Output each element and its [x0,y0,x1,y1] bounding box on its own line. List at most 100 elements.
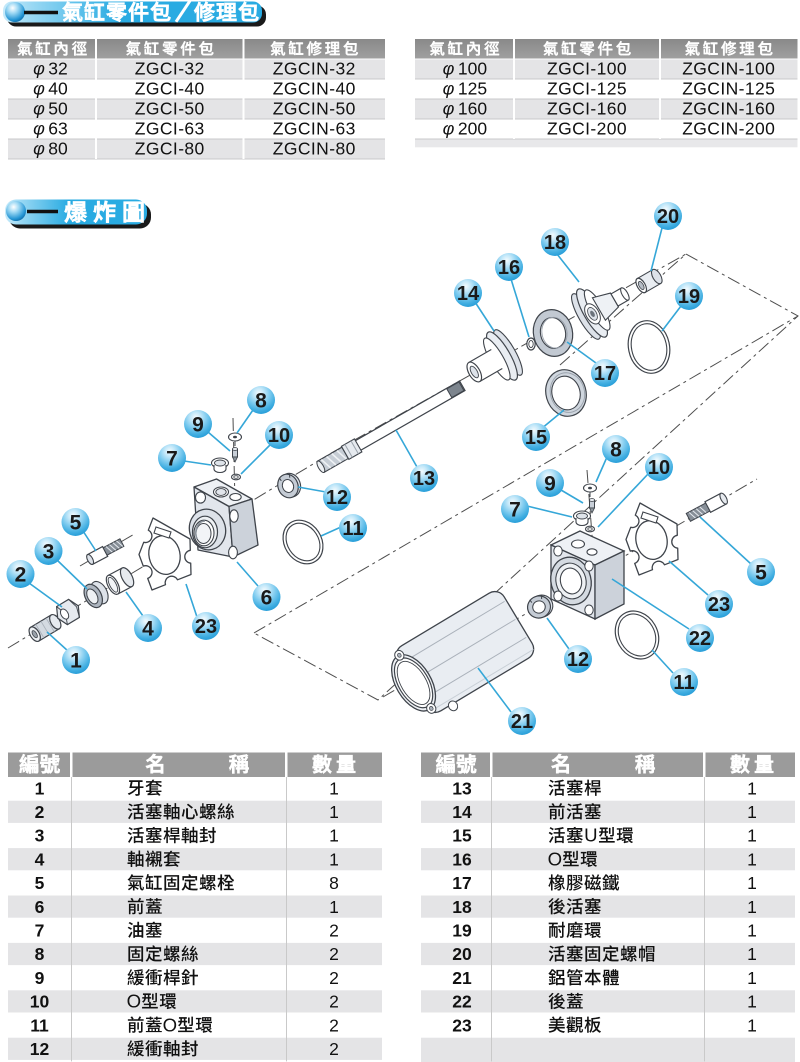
svg-text:12: 12 [30,1039,50,1059]
svg-text:5: 5 [70,512,82,535]
svg-text:2: 2 [329,968,339,988]
svg-text:22: 22 [689,628,711,650]
svg-text:4: 4 [35,849,45,869]
svg-text:13: 13 [413,468,435,490]
svg-text:16: 16 [452,849,472,869]
svg-text:1: 1 [747,1015,757,1035]
svg-text:ZGCI-63: ZGCI-63 [135,118,205,138]
svg-text:8: 8 [610,439,622,462]
svg-text:14: 14 [452,802,472,822]
svg-text:φ: φ [33,58,45,78]
svg-text:1: 1 [70,650,82,673]
svg-text:2: 2 [329,1015,339,1035]
svg-text:8: 8 [35,944,45,964]
svg-text:O: O [548,848,562,869]
svg-text:ZGCIN-200: ZGCIN-200 [682,118,775,138]
svg-text:15: 15 [525,427,547,449]
svg-text:63: 63 [48,118,67,138]
svg-text:ZGCIN-50: ZGCIN-50 [273,98,356,118]
svg-text:2: 2 [329,921,339,941]
svg-text:40: 40 [48,78,68,98]
svg-text:17: 17 [452,873,471,893]
svg-text:7: 7 [166,448,178,471]
svg-text:2: 2 [15,564,27,587]
svg-text:4: 4 [142,618,154,641]
svg-text:9: 9 [544,473,556,496]
svg-text:17: 17 [594,363,616,385]
svg-text:200: 200 [458,118,487,138]
svg-text:ZGCIN-40: ZGCIN-40 [273,78,356,98]
svg-text:1: 1 [747,826,757,846]
svg-text:φ: φ [33,78,45,98]
svg-text:ZGCI-125: ZGCI-125 [547,78,627,98]
svg-text:9: 9 [35,968,45,988]
svg-text:1: 1 [747,968,757,988]
svg-text:20: 20 [657,206,679,228]
svg-text:3: 3 [35,826,45,846]
svg-text:8: 8 [255,390,267,413]
svg-text:1: 1 [329,802,339,822]
svg-text:φ: φ [33,98,45,118]
svg-text:1: 1 [747,849,757,869]
svg-text:ZGCIN-160: ZGCIN-160 [682,98,775,118]
svg-text:19: 19 [452,921,472,941]
svg-text:160: 160 [458,98,487,118]
svg-text:1: 1 [35,778,45,798]
svg-text:50: 50 [48,98,68,118]
svg-text:21: 21 [511,711,533,733]
svg-text:O: O [127,991,141,1012]
svg-text:18: 18 [452,897,472,917]
svg-text:1: 1 [747,897,757,917]
svg-text:6: 6 [261,587,273,610]
svg-text:7: 7 [35,921,45,941]
svg-text:125: 125 [458,78,487,98]
svg-text:ZGCI-80: ZGCI-80 [135,138,205,158]
svg-text:19: 19 [678,286,700,308]
svg-text:9: 9 [192,414,204,437]
svg-text:15: 15 [452,826,472,846]
svg-text:φ: φ [443,58,455,78]
svg-text:5: 5 [755,562,767,585]
svg-text:φ: φ [443,98,455,118]
svg-text:1: 1 [329,897,339,917]
svg-text:8: 8 [329,873,339,893]
svg-text:12: 12 [567,649,589,671]
svg-text:ZGCIN-125: ZGCIN-125 [682,78,775,98]
svg-text:2: 2 [329,944,339,964]
svg-text:13: 13 [452,778,472,798]
svg-text:10: 10 [648,457,670,479]
svg-text:ZGCI-50: ZGCI-50 [135,98,205,118]
svg-text:2: 2 [329,992,339,1012]
svg-text:1: 1 [747,944,757,964]
svg-text:100: 100 [458,58,487,78]
svg-text:32: 32 [48,58,67,78]
svg-text:1: 1 [329,826,339,846]
svg-text:23: 23 [452,1015,472,1035]
svg-text:14: 14 [457,283,480,305]
svg-text:12: 12 [326,487,348,509]
svg-text:2: 2 [329,1039,339,1059]
svg-text:10: 10 [30,992,50,1012]
svg-text:1: 1 [747,873,757,893]
svg-text:21: 21 [452,968,472,988]
svg-text:80: 80 [48,138,68,158]
svg-text:1: 1 [329,778,339,798]
svg-text:φ: φ [443,78,455,98]
svg-text:11: 11 [30,1015,49,1035]
svg-text:22: 22 [452,992,472,1012]
svg-text:U: U [584,825,597,846]
svg-text:11: 11 [673,672,694,694]
svg-text:ZGCI-100: ZGCI-100 [547,58,627,78]
svg-text:18: 18 [544,232,566,254]
svg-text:O: O [163,1014,177,1035]
svg-text:ZGCI-32: ZGCI-32 [135,58,205,78]
svg-text:6: 6 [35,897,45,917]
svg-text:ZGCI-160: ZGCI-160 [547,98,627,118]
svg-text:ZGCIN-32: ZGCIN-32 [273,58,356,78]
svg-text:7: 7 [509,499,521,522]
svg-text:20: 20 [452,944,472,964]
svg-text:1: 1 [747,992,757,1012]
svg-text:3: 3 [43,541,55,564]
svg-text:φ: φ [33,118,45,138]
svg-text:ZGCIN-80: ZGCIN-80 [273,138,356,158]
